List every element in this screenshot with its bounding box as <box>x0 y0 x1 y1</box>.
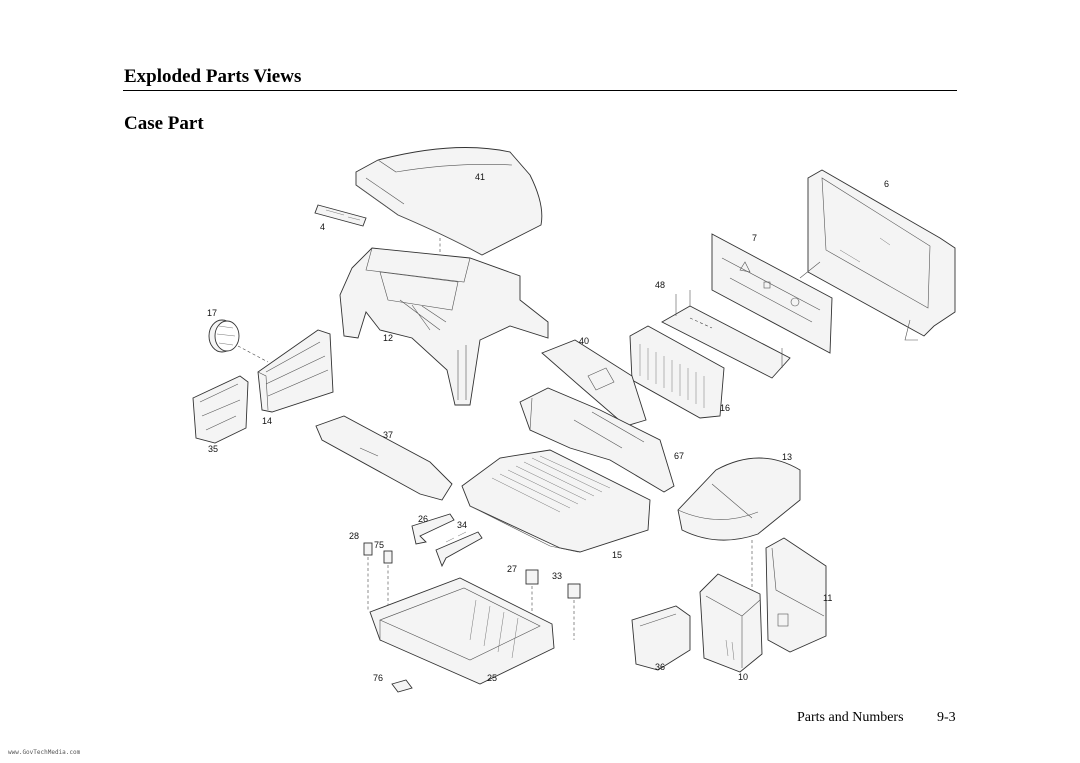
part-label-40: 40 <box>579 336 589 346</box>
part-25-paper-cassette <box>369 577 555 685</box>
part-label-76: 76 <box>373 673 383 683</box>
part-35-side-panel <box>192 375 249 444</box>
part-label-16: 16 <box>720 403 730 413</box>
part-label-14: 14 <box>262 416 272 426</box>
part-40-panel-cover <box>541 339 647 427</box>
section-title: Exploded Parts Views <box>124 66 302 87</box>
part-label-4: 4 <box>320 222 325 232</box>
sub-title: Case Part <box>124 113 204 134</box>
part-76-stopper <box>391 679 413 693</box>
part-label-12: 12 <box>383 333 393 343</box>
part-label-67: 67 <box>674 451 684 461</box>
part-label-37: 37 <box>383 430 393 440</box>
part-37-front-cover <box>315 415 453 501</box>
part-label-36: 36 <box>655 662 665 672</box>
watermark: www.GovTechMedia.com <box>8 749 81 756</box>
part-15-output-tray <box>461 449 651 553</box>
part-26-34-guides <box>411 513 483 568</box>
part-label-28: 28 <box>349 531 359 541</box>
part-label-11: 11 <box>823 593 832 603</box>
part-4-nameplate <box>314 204 367 227</box>
part-7-rear-panel <box>711 233 833 354</box>
part-14-side-bracket <box>257 329 334 413</box>
title-rule <box>123 90 957 91</box>
part-label-33: 33 <box>552 571 562 581</box>
part-12-main-frame <box>339 247 549 406</box>
part-label-7: 7 <box>752 233 757 243</box>
footer-label: Parts and Numbers <box>797 710 904 725</box>
part-label-35: 35 <box>208 444 218 454</box>
part-6-rear-cover <box>799 169 956 341</box>
part-label-17: 17 <box>207 308 217 318</box>
part-label-6: 6 <box>884 179 889 189</box>
part-36-side-door <box>631 605 691 671</box>
part-label-26: 26 <box>418 514 428 524</box>
part-label-15: 15 <box>612 550 622 560</box>
part-label-41: 41 <box>475 172 485 182</box>
part-17-gear-cover <box>208 319 240 353</box>
part-48-bracket <box>661 290 791 379</box>
part-label-27: 27 <box>507 564 517 574</box>
part-label-25: 25 <box>487 673 497 683</box>
part-10-front-body <box>699 573 763 673</box>
part-67-panel-housing <box>519 387 675 493</box>
part-label-75: 75 <box>374 540 384 550</box>
part-label-48: 48 <box>655 280 665 290</box>
part-label-34: 34 <box>457 520 467 530</box>
part-label-13: 13 <box>782 452 792 462</box>
page-number: 9-3 <box>937 710 956 725</box>
part-28-75-levers <box>363 542 393 564</box>
part-27-33-clips <box>525 569 581 599</box>
part-41-top-cover <box>355 147 543 256</box>
part-11-right-cover <box>765 537 827 653</box>
part-label-10: 10 <box>738 672 748 682</box>
part-13-top-lid <box>677 457 801 541</box>
